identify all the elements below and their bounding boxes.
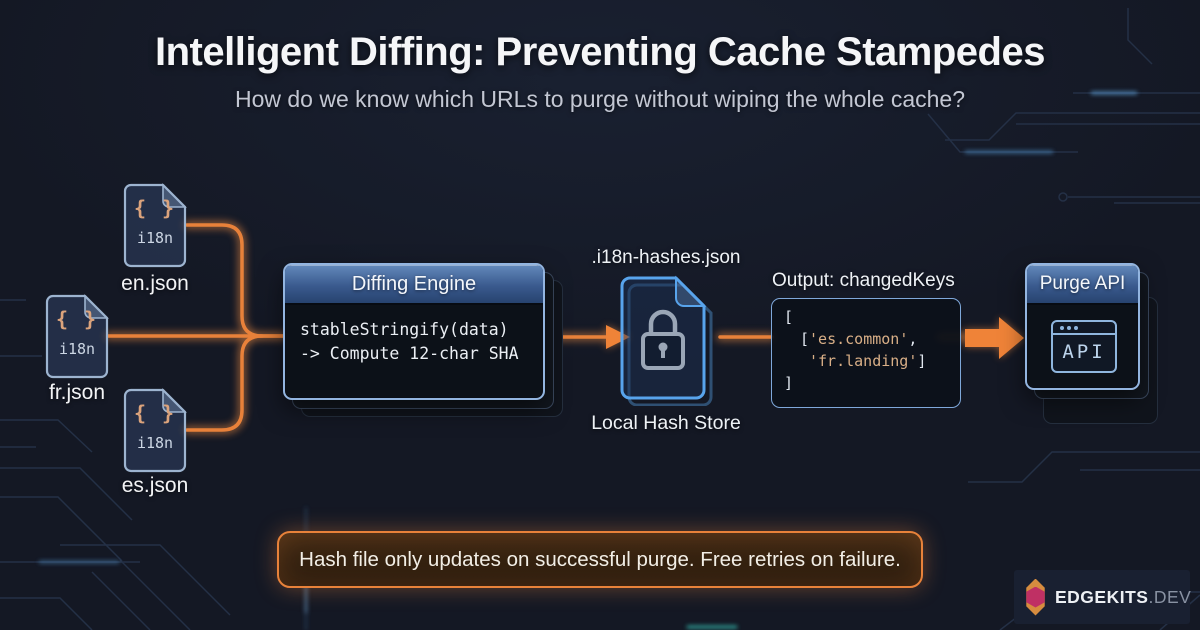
- braces-glyph: { }: [55, 307, 99, 331]
- output-line-1: ['es.common',: [800, 330, 918, 348]
- braces-glyph: { }: [133, 401, 177, 425]
- brand-name: EDGEKITS: [1055, 586, 1149, 607]
- output-line-close: ]: [784, 374, 794, 392]
- diffing-engine-title: Diffing Engine: [285, 265, 543, 305]
- purge-api-card: Purge API API: [1025, 263, 1140, 390]
- i18n-badge: i18n: [136, 434, 174, 452]
- code-line-1: stableStringify(data): [300, 320, 509, 339]
- page-subtitle: How do we know which URLs to purge witho…: [234, 86, 965, 112]
- source-node-es: { } i18n: [123, 388, 187, 473]
- padlock-icon: [641, 309, 685, 370]
- api-icon-text: API: [1062, 341, 1106, 363]
- browser-dot: [1060, 326, 1064, 330]
- source-label-fr: fr.json: [48, 381, 106, 404]
- browser-titlebar: [1053, 322, 1115, 335]
- hexagon-logo-core: [1026, 586, 1045, 608]
- brand-tld: .DEV: [1148, 586, 1192, 607]
- output-label: Output: changedKeys: [772, 270, 955, 291]
- hash-store-caption: Local Hash Store: [591, 412, 741, 434]
- lock-file-icon: [620, 275, 713, 406]
- code-line-2: -> Compute 12-char SHA: [300, 344, 519, 364]
- purge-api-title: Purge API: [1027, 265, 1138, 305]
- diffing-engine-code: stableStringify(data) -> Compute 12-char…: [285, 305, 543, 380]
- browser-dot: [1067, 326, 1071, 330]
- arrow-output-to-purge-icon: [965, 317, 1024, 359]
- brand-logo-text: EDGEKITS.DEV: [1055, 587, 1191, 608]
- source-label-en: en.json: [121, 272, 189, 295]
- callout-banner: Hash file only updates on successful pur…: [277, 531, 923, 588]
- i18n-badge: i18n: [136, 229, 174, 247]
- changed-key-2: 'fr.landing': [809, 352, 918, 370]
- i18n-badge: i18n: [58, 340, 96, 358]
- json-file-icon: [45, 294, 109, 379]
- source-label-es: es.json: [121, 474, 189, 497]
- diffing-engine-card: Diffing Engine stableStringify(data) -> …: [283, 263, 545, 400]
- source-node-en: { } i18n: [123, 183, 187, 268]
- output-line-open: [: [784, 308, 794, 326]
- changed-key-1: 'es.common': [809, 330, 909, 348]
- hexagon-logo-icon: [1026, 578, 1045, 616]
- brand-logo: EDGEKITS.DEV: [1014, 570, 1191, 624]
- json-file-icon: [123, 183, 187, 268]
- source-node-fr: { } i18n: [45, 294, 109, 379]
- output-code-box: [ ['es.common', 'fr.landing'] ]: [771, 298, 961, 408]
- connector-es-to-engine: [185, 334, 264, 432]
- hash-file-label: .i18n-hashes.json: [591, 247, 741, 268]
- browser-api-icon: API: [1051, 320, 1117, 373]
- output-line-2: 'fr.landing']: [809, 352, 927, 370]
- braces-glyph: { }: [133, 196, 177, 220]
- page-title: Intelligent Diffing: Preventing Cache St…: [155, 30, 1045, 74]
- browser-dot: [1074, 326, 1078, 330]
